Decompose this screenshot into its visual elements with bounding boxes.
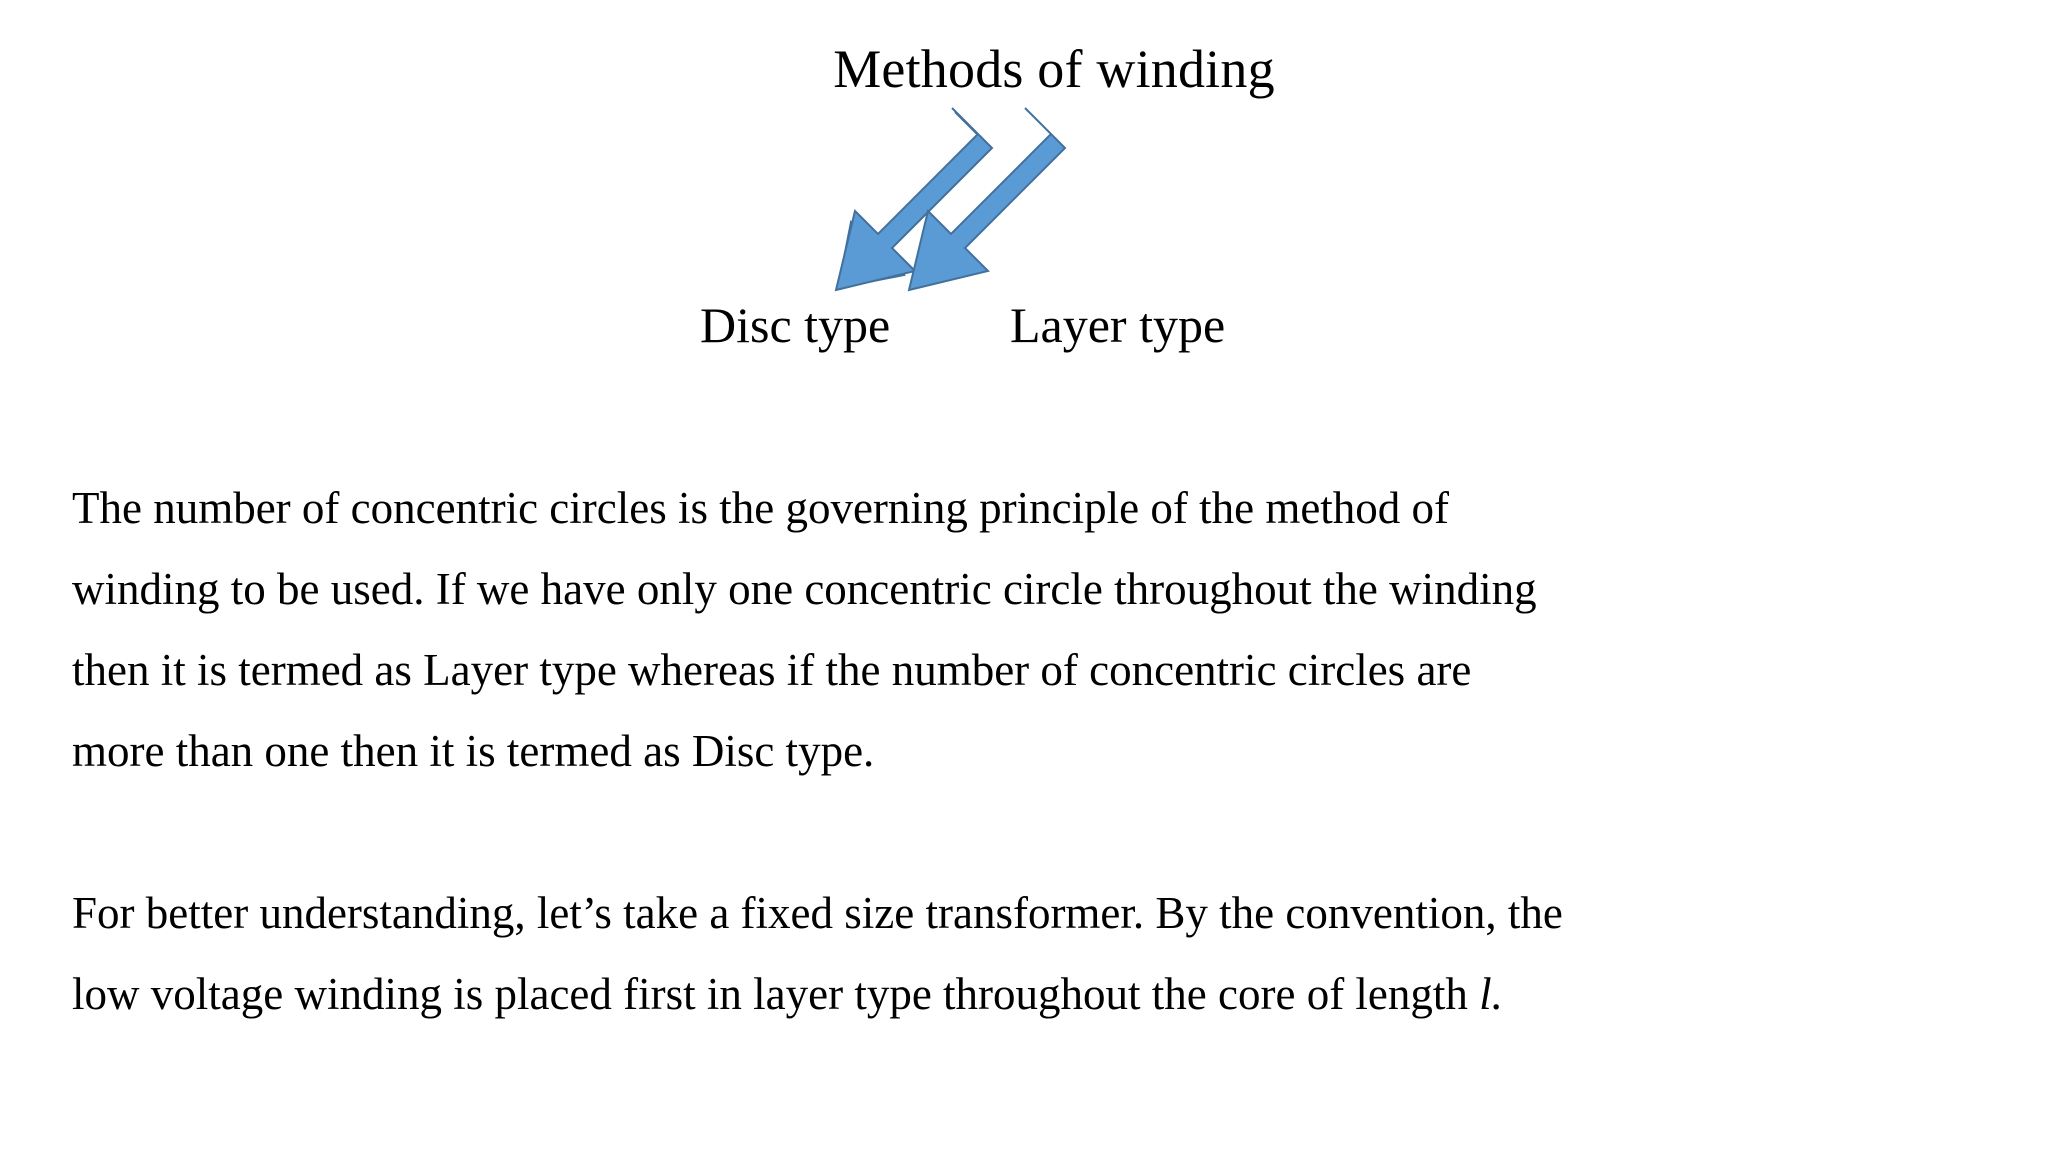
paragraph-two-line: low voltage winding is placed first in l… — [72, 954, 2022, 1035]
branch-label-layer-type: Layer type — [1010, 297, 1226, 353]
arrow-down-left-icon-shape — [834, 107, 994, 292]
paragraph-one-line: winding to be used. If we have only one … — [72, 564, 1537, 614]
paragraph-two-line: For better understanding, let’s take a f… — [72, 888, 1563, 938]
paragraph-two: For better understanding, let’s take a f… — [72, 873, 2022, 1035]
diagram-title: Methods of winding — [833, 39, 1275, 99]
arrow-down-right-icon-shape — [907, 107, 1067, 292]
diagram-arrows — [834, 100, 1188, 292]
paragraph-one-line: The number of concentric circles is the … — [72, 483, 1450, 533]
paragraph-one-line: then it is termed as Layer type whereas … — [72, 645, 1472, 695]
paragraph-two-line-text: low voltage winding is placed first in l… — [72, 969, 1480, 1019]
length-variable-italic: l. — [1479, 969, 1503, 1019]
paragraph-one: The number of concentric circles is the … — [72, 468, 2022, 792]
arrow-down-right-icon — [1028, 100, 1188, 290]
body-copy: The number of concentric circles is the … — [72, 468, 2022, 1035]
paragraph-one-line: more than one then it is termed as Disc … — [72, 726, 875, 776]
branch-label-disc-type: Disc type — [700, 297, 891, 353]
winding-methods-diagram: Methods of winding Disc type Layer type — [0, 0, 2048, 380]
